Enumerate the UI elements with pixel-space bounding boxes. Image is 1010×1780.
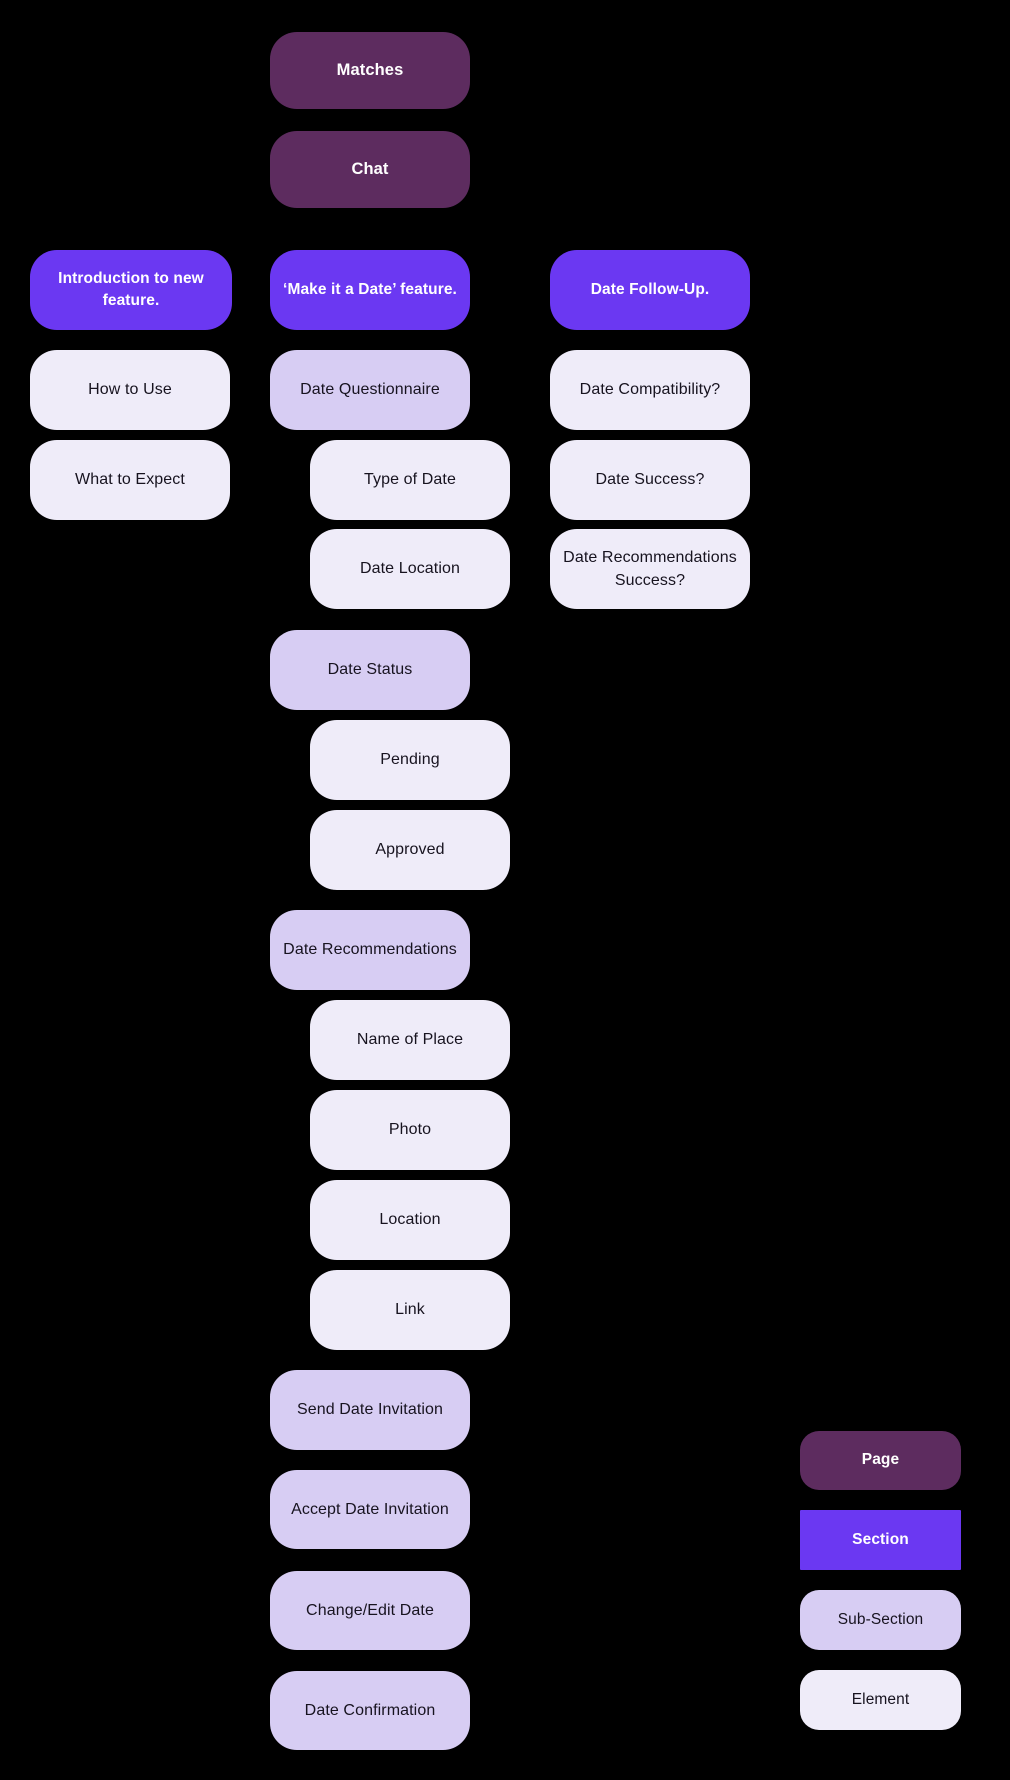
legend-page: Page	[800, 1431, 961, 1490]
node-approved: Approved	[310, 810, 510, 890]
node-chat: Chat	[270, 131, 470, 208]
node-matches: Matches	[270, 32, 470, 109]
node-date-status: Date Status	[270, 630, 470, 710]
node-type-of-date: Type of Date	[310, 440, 510, 520]
node-date-follow-up: Date Follow-Up.	[550, 250, 750, 330]
node-pending: Pending	[310, 720, 510, 800]
node-date-confirmation: Date Confirmation	[270, 1671, 470, 1750]
node-location: Location	[310, 1180, 510, 1260]
node-date-recommendations: Date Recommendations	[270, 910, 470, 990]
node-date-compatibility: Date Compatibility?	[550, 350, 750, 430]
legend-section: Section	[800, 1510, 961, 1570]
node-introduction-to-new-feature: Introduction to new feature.	[30, 250, 232, 330]
node-what-to-expect: What to Expect	[30, 440, 230, 520]
node-date-location: Date Location	[310, 529, 510, 609]
node-date-recommendations-success: Date Recommendations Success?	[550, 529, 750, 609]
node-date-questionnaire: Date Questionnaire	[270, 350, 470, 430]
node-send-date-invitation: Send Date Invitation	[270, 1370, 470, 1450]
node-link: Link	[310, 1270, 510, 1350]
node-date-success: Date Success?	[550, 440, 750, 520]
node-change-edit-date: Change/Edit Date	[270, 1571, 470, 1650]
node-name-of-place: Name of Place	[310, 1000, 510, 1080]
legend-element: Element	[800, 1670, 961, 1730]
node-how-to-use: How to Use	[30, 350, 230, 430]
node-accept-date-invitation: Accept Date Invitation	[270, 1470, 470, 1549]
node-photo: Photo	[310, 1090, 510, 1170]
node-make-it-a-date-feature: ‘Make it a Date’ feature.	[270, 250, 470, 330]
legend-sub-section: Sub-Section	[800, 1590, 961, 1650]
